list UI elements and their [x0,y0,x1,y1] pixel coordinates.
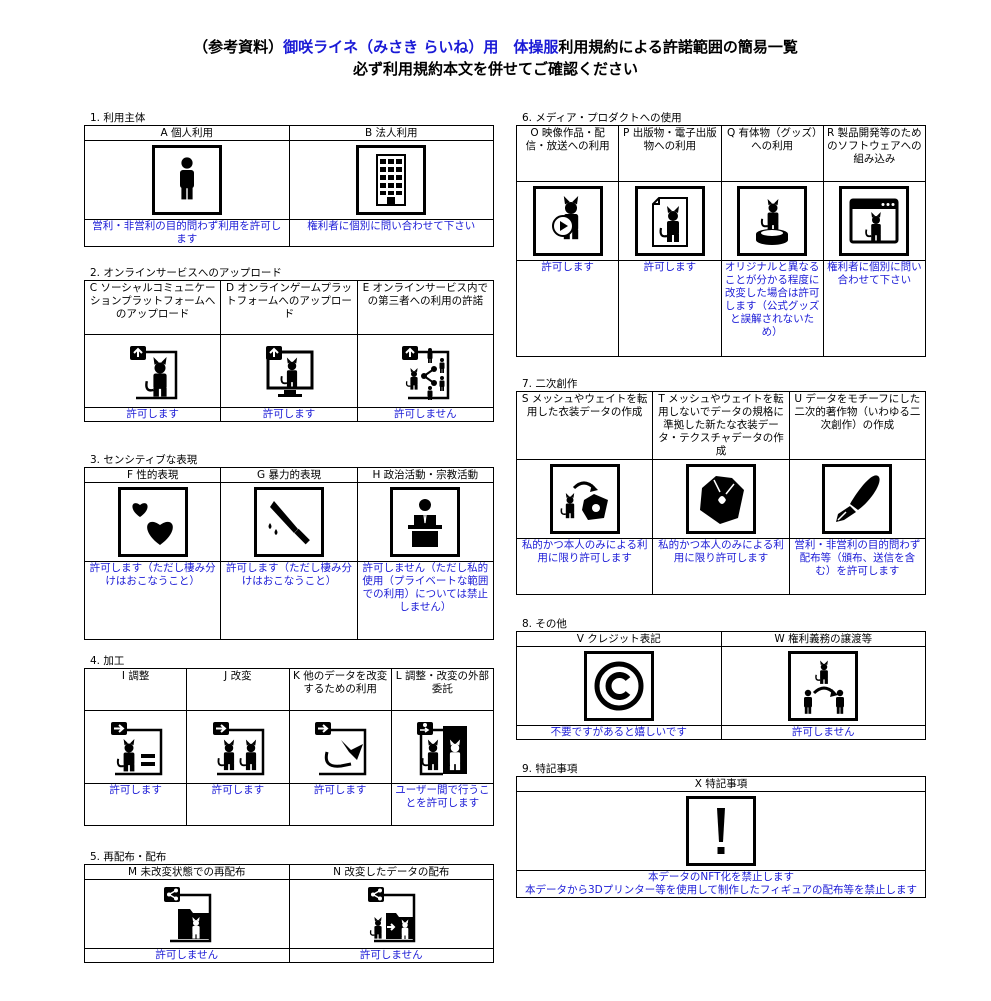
item-head: E オンラインサービス内での第三者への利用の許諾 [356,280,495,335]
status-text: 許可します [83,407,222,422]
status-text: 許可します（ただし棲み分けはおこなうこと） [220,561,358,640]
knife-icon [253,487,324,557]
hearts-icon [117,487,188,557]
game-upload-icon [256,339,321,403]
status-text: オリジナルと異なることが分かる程度に改変した場合は許可します（公式グッズと誤解さ… [720,260,824,357]
item-head: U データをモチーフにした二次的著作物（いわゆる二次創作）の作成 [788,391,927,460]
page-title: （参考資料）御咲ライネ（みさき らいね）用 体操服利用規約による許諾範囲の簡易一… [0,36,991,80]
item-head: H 政治活動・宗教活動 [356,467,495,483]
item-head: S メッシュやウェイトを転用した衣装データの作成 [515,391,654,460]
status-text: 本データのNFT化を禁止します本データから3Dプリンター等を使用して制作したフィ… [516,870,926,898]
item-head: B 法人利用 [288,125,494,141]
video-icon [532,186,603,256]
status-text: 許可します [515,260,620,357]
figure-goods-icon [737,186,808,256]
status-text: 許可しません [356,407,495,422]
status-text: 私的かつ本人のみによる利用に限り許可します [515,538,654,595]
item-head: K 他のデータを改変するための利用 [288,668,392,711]
item-head: C ソーシャルコミュニケーションプラットフォームへのアップロード [83,280,222,335]
status-text: 許可します [83,783,188,826]
status-text: 営利・非営利の目的問わず配布等（頒布、送信を含む）を許可します [788,538,927,595]
status-text: 許可しません [288,948,494,963]
section-label: 9. 特記事項 [522,763,578,775]
item-head: J 改変 [186,668,290,711]
section-special-notes: 9. 特記事項 X 特記事項 本データのNFT化を禁止します本データから3Dプリ… [516,762,926,898]
item-head: V クレジット表記 [516,631,722,647]
distribute-modified-icon [359,882,424,946]
item-head: A 個人利用 [84,125,290,141]
item-head: M 未改変状態での再配布 [84,864,290,880]
copyright-icon [583,651,654,721]
item-head: D オンラインゲームプラットフォームへのアップロード [220,280,358,335]
section-label: 2. オンラインサービスへのアップロード [90,267,282,279]
outsource-icon [410,715,475,779]
item-head: W 権利義務の譲渡等 [720,631,926,647]
item-head: T メッシュやウェイトを転用しないでデータの規格に準拠した新たな衣装データ・テク… [652,391,790,460]
status-text: 許可しません（ただし私的使用（プライベートな範囲での利用）については禁止しません… [356,561,495,640]
modify-icon [205,715,270,779]
status-text: 権利者に個別に問い合わせて下さい [822,260,927,357]
person-icon [151,145,222,215]
item-head: N 改変したデータの配布 [288,864,494,880]
status-text: 許可します [186,783,290,826]
item-head: O 映像作品・配信・放送への利用 [515,125,620,182]
item-head: Q 有体物（グッズ）への利用 [720,125,824,182]
status-text: 許可します [618,260,722,357]
item-head: R 製品開発等のためのソフトウェアへの組み込み [822,125,927,182]
item-head: F 性的表現 [83,467,222,483]
item-head: X 特記事項 [516,776,926,792]
section-label: 3. センシティブな表現 [90,454,198,466]
sns-upload-icon [120,339,185,403]
status-text: 営利・非営利の目的問わず利用を許可します [84,219,290,247]
item-head: I 調整 [83,668,188,711]
adjust-icon [103,715,168,779]
status-text: 許可しません [84,948,290,963]
share-third-party-icon [393,339,458,403]
status-text: 許可しません [720,725,926,740]
section-label: 5. 再配布・配布 [90,851,167,863]
status-text: 権利者に個別に問い合わせて下さい [288,219,494,247]
software-icon [839,186,910,256]
status-text: 許可します（ただし棲み分けはおこなうこと） [83,561,222,640]
status-text: 許可します [288,783,392,826]
podium-icon [390,487,461,557]
exclamation-icon [686,796,756,866]
publication-icon [634,186,705,256]
status-text: 許可します [220,407,358,422]
section-label: 1. 利用主体 [90,112,146,124]
item-head: G 暴力的表現 [220,467,358,483]
title-line-2: 必ず利用規約本文を併せてご確認ください [352,60,638,78]
model-name: 御咲ライネ（みさき らいね）用 体操服 [283,38,559,56]
parts-reuse-icon [308,715,373,779]
outfit-icon [685,464,756,534]
section-label: 6. メディア・プロダクトへの使用 [522,112,682,124]
pen-nib-icon [822,464,893,534]
item-head: P 出版物・電子出版物への利用 [618,125,722,182]
redistribute-icon [154,882,219,946]
building-icon [356,145,427,215]
status-text: ユーザー間で行うことを許可します [390,783,495,826]
title-line-1: （参考資料）御咲ライネ（みさき らいね）用 体操服利用規約による許諾範囲の簡易一… [193,38,798,56]
section-label: 4. 加工 [90,655,125,667]
item-head: L 調整・改変の外部委託 [390,668,495,711]
section-label: 7. 二次創作 [522,378,578,390]
transfer-rights-icon [788,651,859,721]
section-label: 8. その他 [522,618,567,630]
section-online-upload: 2. オンラインサービスへのアップロード C ソーシャルコミュニケーションプラッ… [83,266,495,422]
status-text: 不要ですがあると嬉しいです [516,725,722,740]
outfit-transfer-icon [549,464,620,534]
status-text: 私的かつ本人のみによる利用に限り許可します [652,538,790,595]
